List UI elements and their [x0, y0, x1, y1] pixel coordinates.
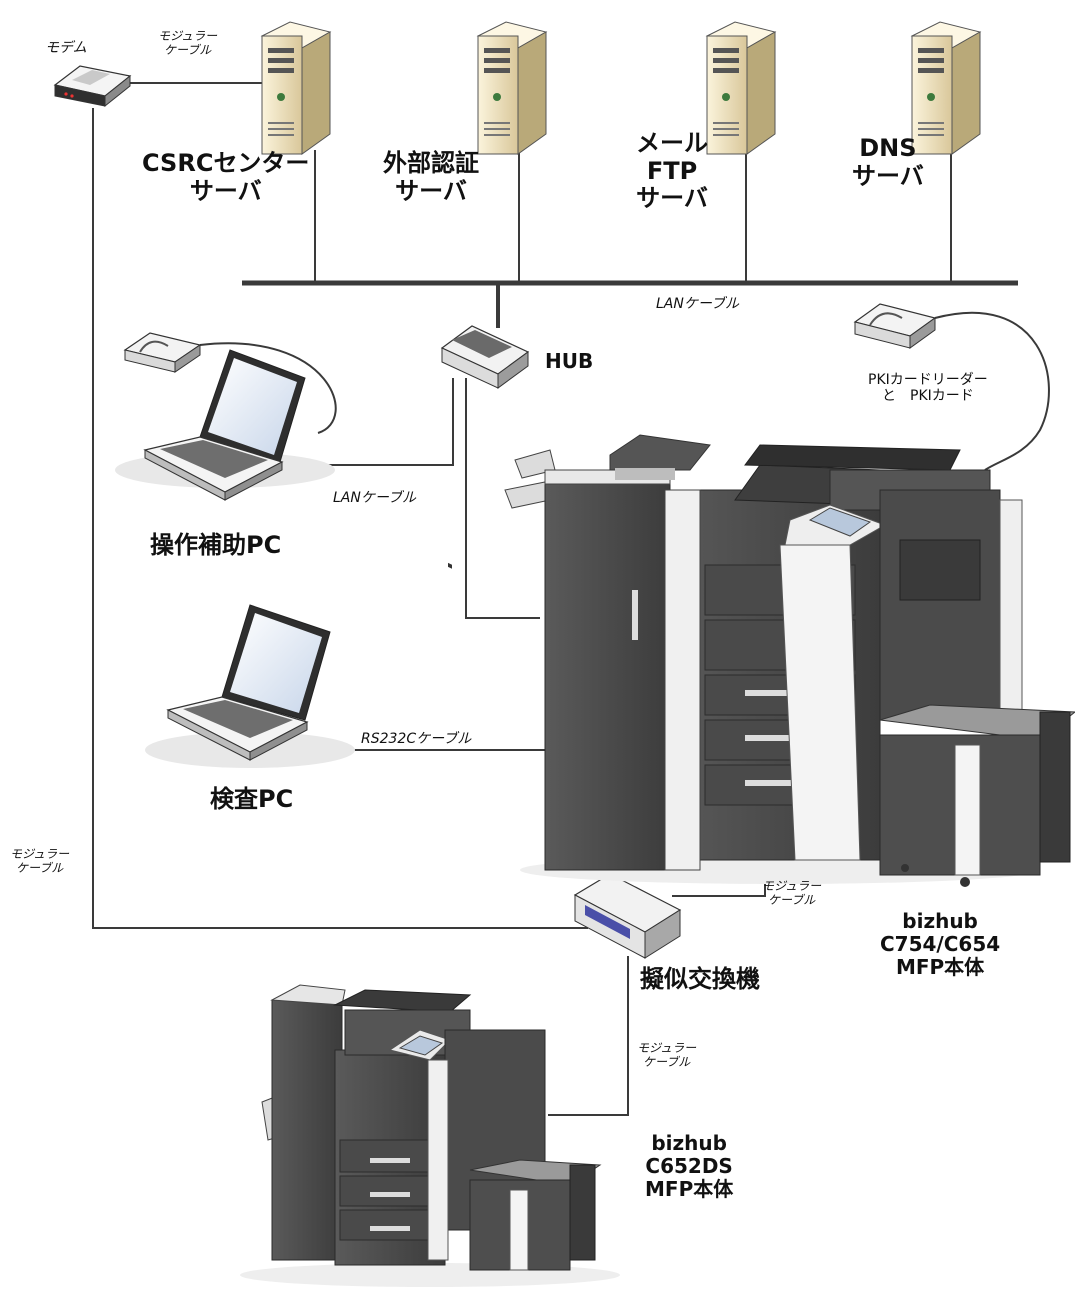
mfp-main-label-line-3: MFP本体 [895, 955, 985, 979]
mfp-main-image [504, 434, 1075, 887]
modem-cable-label-line-1: モジュラー [158, 29, 218, 43]
left-modular-cable-label-line-2: ケーブル [15, 860, 64, 875]
server-auth [476, 21, 548, 155]
modem-to-switch [92, 108, 588, 929]
inspection-pc-label: 検査PC [210, 785, 294, 813]
card-reader-label: PKIカードリーダー と PKIカード [868, 372, 988, 404]
server-mail-label-line-1: メール [636, 129, 708, 157]
server-mail-label-line-2: FTP [646, 156, 698, 185]
card-reader-cable-left [199, 342, 337, 434]
left-modular-cable-label-line-1: モジュラー [10, 847, 70, 861]
hub-label: HUB [545, 349, 594, 373]
mfp-main-label-line-2: C754/C654 [880, 932, 1001, 956]
mfp-second-label-line-2: C652DS [645, 1154, 733, 1178]
server-csrc-label-line-2: サーバ [189, 176, 262, 205]
modem-label: モデム [45, 40, 87, 56]
left-modular-cable-label: モジュラー ケーブル [10, 847, 70, 876]
operation-pc-label: 操作補助PC [150, 531, 282, 559]
server-mail-label: メール FTP サーバ [636, 129, 708, 213]
server-auth-label-line-1: 外部認証 [383, 149, 479, 177]
card-reader-icon-right [853, 303, 937, 349]
server-dns [910, 21, 982, 155]
hub-to-mfp [465, 378, 540, 619]
mfp-second-cable-label-line-1: モジュラー [637, 1041, 697, 1055]
mfp-second-label-line-3: MFP本体 [645, 1177, 734, 1201]
mfp-second-image [240, 984, 620, 1287]
switch-to-second-mfp [548, 956, 629, 1116]
switch-cable-label-line-2: ケーブル [767, 892, 816, 907]
inspection-pc-cable-label: RS232Cケーブル [361, 731, 472, 747]
lan-cable-label: LANケーブル [656, 296, 740, 312]
mfp-second-label: bizhub C652DS MFP本体 [645, 1132, 733, 1201]
hub-icon [440, 325, 530, 569]
server-csrc-label-line-1: CSRCセンター [142, 149, 310, 177]
operation-pc-cable-label: LANケーブル [333, 490, 417, 506]
mfp-main-label: bizhub C754/C654 MFP本体 [880, 910, 1000, 979]
modem-cable-label-line-2: ケーブル [163, 42, 212, 57]
switch-label: 擬似交換機 [640, 965, 760, 993]
card-reader-cable-right [934, 311, 1050, 471]
mfp-second-label-line-1: bizhub [651, 1131, 727, 1155]
server-auth-label-line-2: サーバ [395, 176, 467, 205]
server-dns-label-line-2: サーバ [852, 161, 924, 190]
server-dns-label: DNS サーバ [852, 134, 924, 190]
mfp-second-cable-label-line-2: ケーブル [642, 1054, 691, 1069]
laptop-icon-inspection [145, 604, 355, 768]
switch-cable-label: モジュラー ケーブル [762, 879, 822, 908]
server-mail-ftp [705, 21, 777, 155]
card-reader-label-line-2: と PKIカード [882, 388, 974, 405]
card-reader-icon-left [123, 332, 202, 373]
server-mail-label-line-3: サーバ [636, 184, 708, 213]
modem-cable-label: モジュラー ケーブル [158, 29, 218, 58]
mfp-second-cable-label: モジュラー ケーブル [637, 1041, 697, 1070]
mfp-main-label-line-1: bizhub [902, 909, 978, 933]
modem-icon [53, 65, 132, 108]
switch-icon [573, 873, 682, 959]
server-csrc-label: CSRCセンター サーバ [142, 149, 310, 205]
server-dns-label-line-1: DNS [859, 134, 917, 162]
server-auth-label: 外部認証 サーバ [383, 149, 479, 205]
laptop-icon-operation [115, 349, 335, 501]
switch-cable-label-line-1: モジュラー [762, 879, 822, 893]
card-reader-label-line-1: PKIカードリーダー [868, 372, 988, 388]
hub-to-operation-pc [300, 378, 454, 466]
server-csrc [260, 21, 332, 155]
